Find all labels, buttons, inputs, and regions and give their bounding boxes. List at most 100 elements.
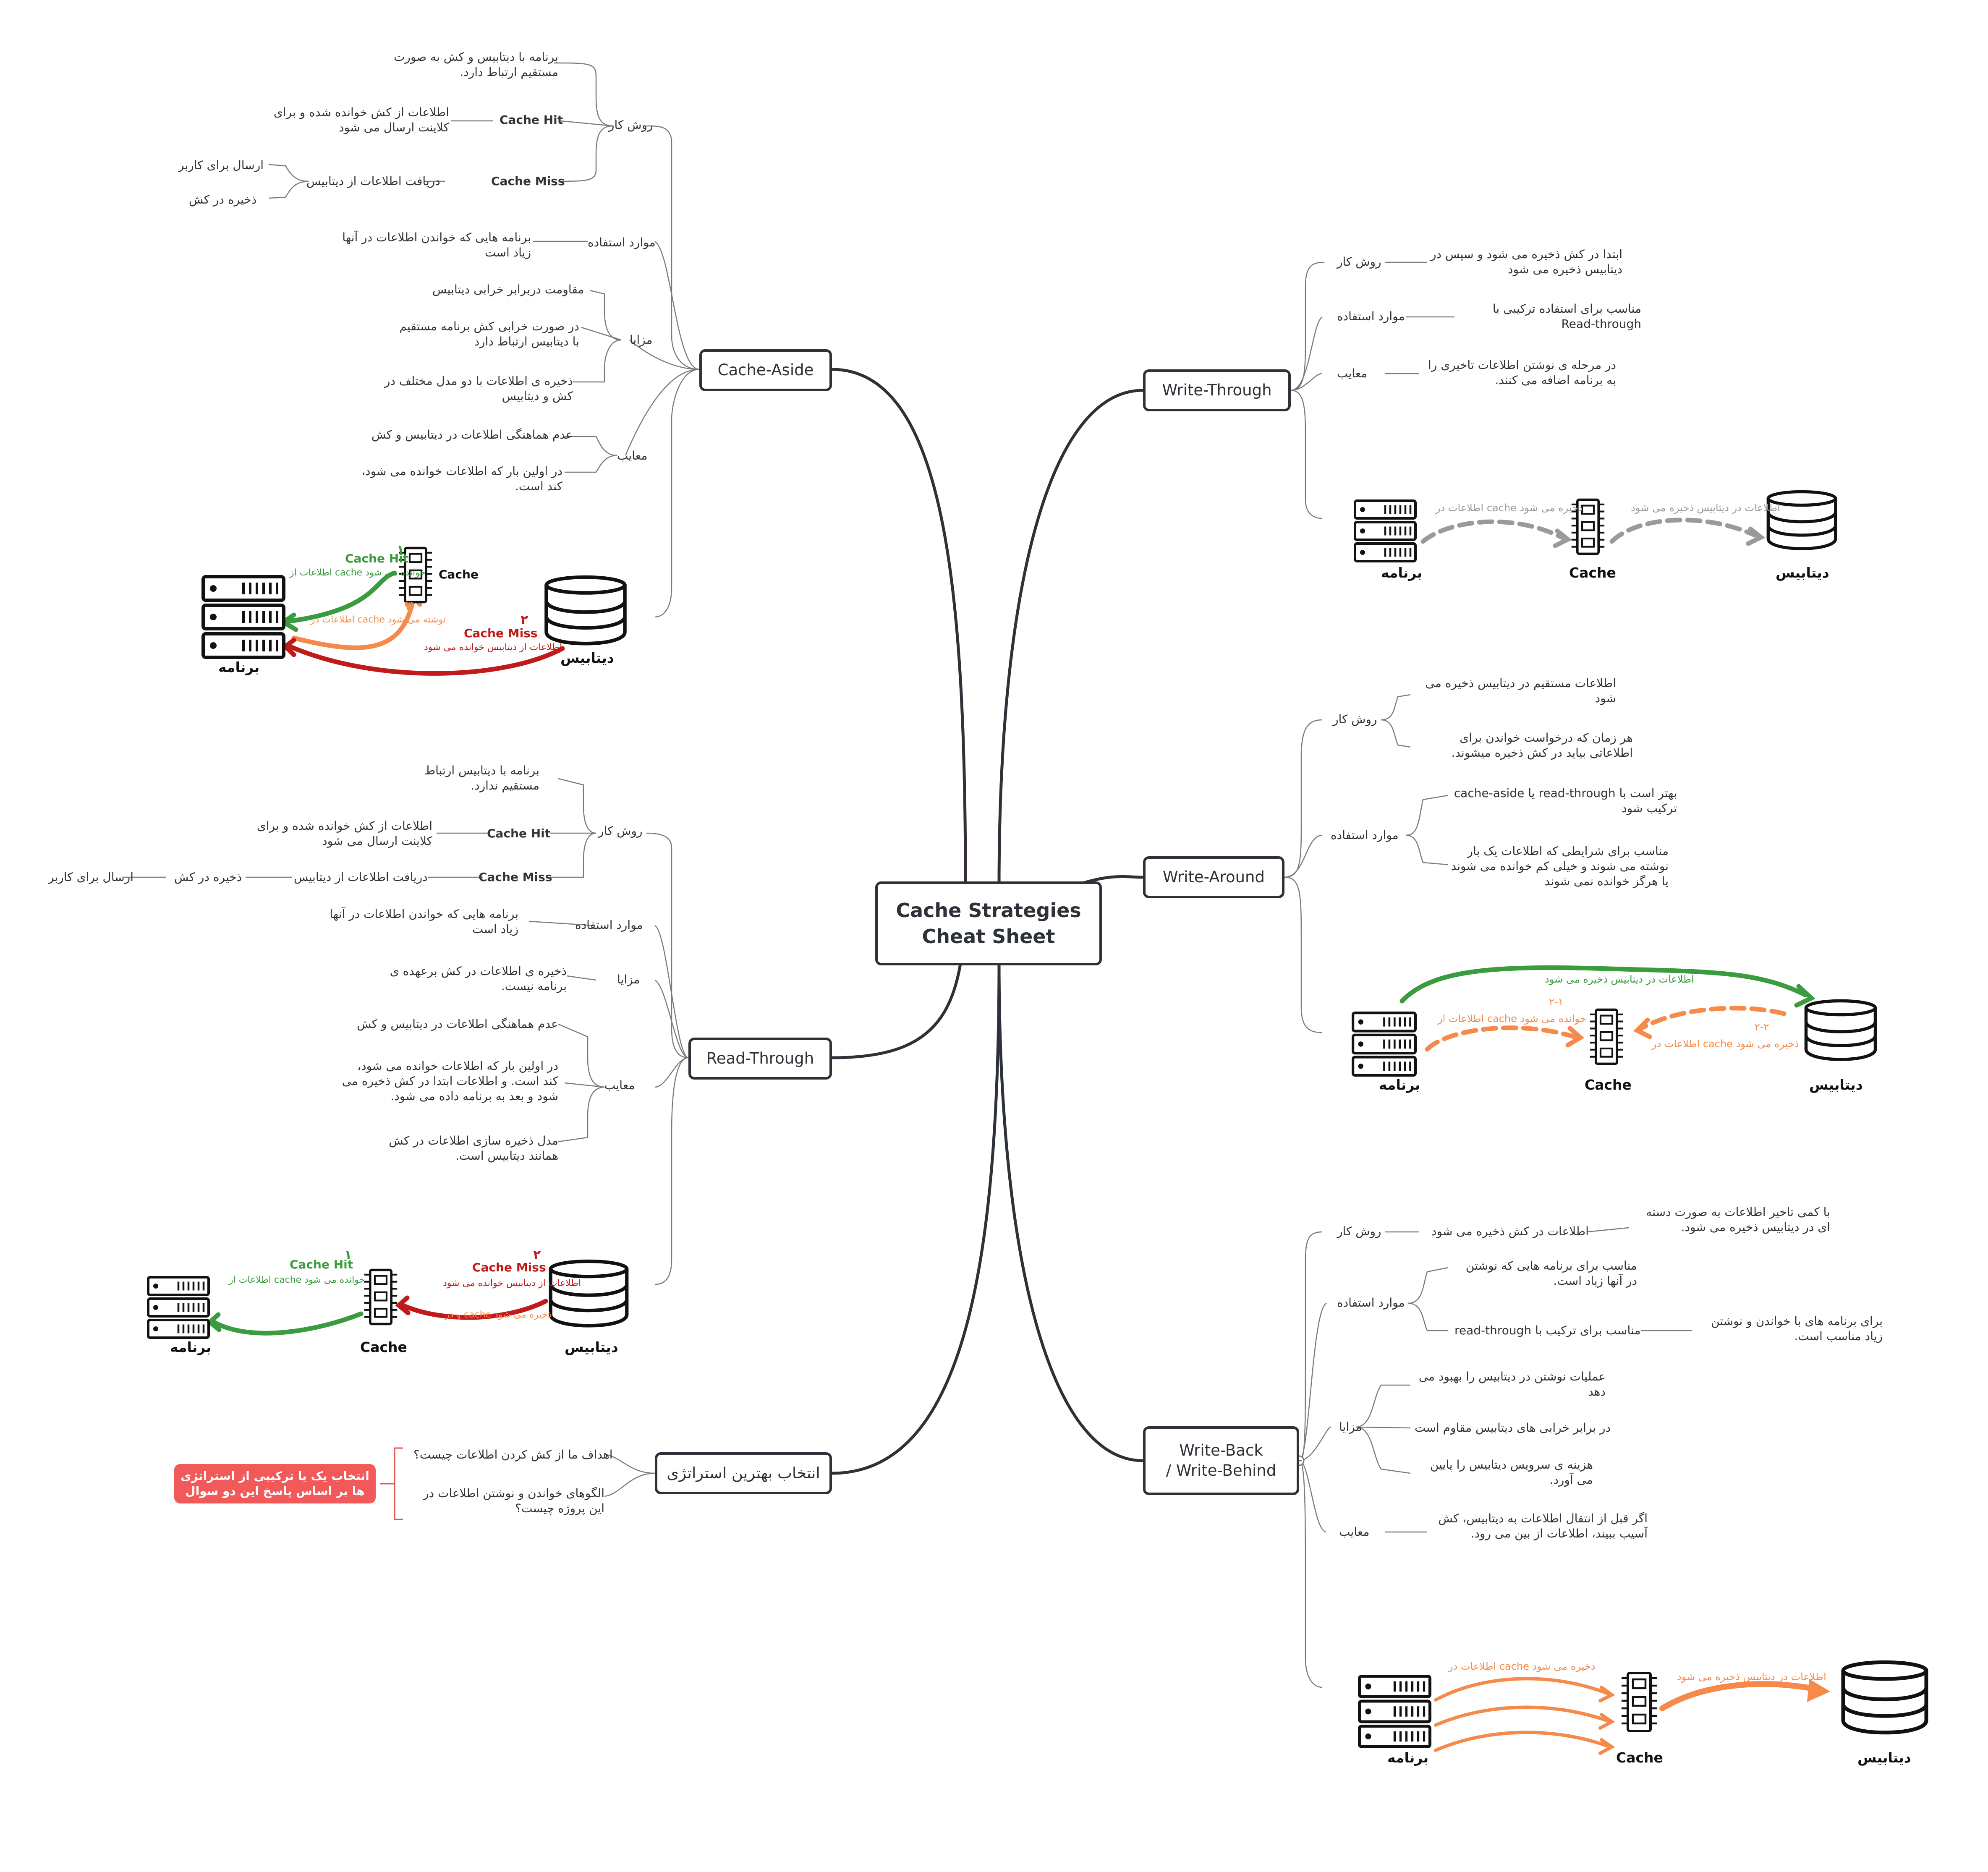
ca-step-1: ۱ [397,543,405,557]
ca-write-note: اطلاعات در cache نوشته می شود [311,614,446,625]
ca-miss-a[interactable]: ارسال برای کاربر [178,158,264,172]
ca-pros-1[interactable]: مقاومت دربرابر خرابی دیتابیس [432,282,584,296]
cache-chip-icon [1590,1008,1623,1065]
ca-use-1[interactable]: برنامه هایی که خواندن اطلاعات در آنها زی… [342,230,531,259]
server-icon [1352,1012,1417,1077]
wa-use-2[interactable]: مناسب برای شرایطی که اطلاعات یک بار نوشت… [1451,844,1669,888]
ca-step-3: ۳ [405,599,413,614]
wt-cons[interactable]: معایب [1337,366,1368,380]
ca-cache-label: Cache [439,567,479,581]
wb-how-2[interactable]: با کمی تاخیر اطلاعات به صورت دسته ای در … [1646,1205,1830,1234]
wb-cons[interactable]: معایب [1339,1525,1370,1539]
rt-miss-note-2: و در cache ذخیره می شود [445,1310,552,1320]
ca-cons-1[interactable]: عدم هماهنگی اطلاعات در دیتابیس و کش [371,428,573,442]
wa-use-1[interactable]: بهتر است با read-through یا cache-aside … [1454,786,1677,815]
ca-miss-b[interactable]: ذخیره در کش [189,193,257,207]
wb-pros-1[interactable]: عملیات نوشتن در دیتابیس را بهبود می دهد [1418,1370,1606,1399]
branch-write-through[interactable]: Write-Through [1143,369,1291,411]
wt-how[interactable]: روش کار [1337,255,1381,269]
wb-pros[interactable]: مزایا [1339,1420,1362,1434]
wt-cache-label: Cache [1569,565,1616,581]
ca-pros-3[interactable]: ذخیره ی اطلاعات با دو مدل مختلف در کش و … [384,374,573,403]
wa-step-21: ۲-۱ [1549,996,1564,1008]
rt-miss-desc[interactable]: دریافت اطلاعات از دیتابیس [294,870,428,884]
database-icon [1766,490,1837,550]
wt-use-1[interactable]: مناسب برای استفاده ترکیبی با Read-throug… [1492,302,1641,331]
ca-how-1[interactable]: برنامه با دیتابیس و کش به صورت مستقیم ار… [394,50,558,79]
wa-top-note: اطلاعات در دیتابیس ذخیره می شود [1545,973,1694,985]
rt-pros-1[interactable]: ذخیره ی اطلاعات در کش برعهده ی برنامه نی… [390,964,567,993]
ca-app-label: برنامه [218,659,260,675]
wb-how-1[interactable]: اطلاعات در کش ذخیره می شود [1431,1224,1589,1238]
rt-cons-1[interactable]: عدم هماهنگی اطلاعات در دیتابیس و کش [357,1017,558,1031]
choose-result-badge[interactable]: انتخاب یک یا ترکیبی از استراتژی ها بر اس… [174,1464,376,1503]
rt-how-1[interactable]: برنامه با دیتابیس ارتباط مستقیم ندارد. [424,763,539,792]
wa-how[interactable]: روش کار [1333,712,1377,726]
wt-cons-1[interactable]: در مرحله ی نوشتن اطلاعات تاخیری را به بر… [1428,358,1616,387]
wa-note-21: اطلاعات از cache خوانده می شود [1438,1013,1586,1025]
server-icon [1358,1675,1431,1748]
ca-miss[interactable]: Cache Miss [491,174,565,188]
ca-cons-2[interactable]: در اولین بار که اطلاعات خوانده می شود، ک… [361,464,562,493]
choose-q2[interactable]: الگوهای خواندن و نوشتن اطلاعات در این پر… [423,1486,604,1515]
rt-pros[interactable]: مزایا [617,973,640,986]
wb-use-3[interactable]: برای برنامه های با خواندن و نوشتن زیاد م… [1711,1314,1883,1343]
rt-cons-2[interactable]: در اولین بار که اطلاعات خوانده می شود، ک… [342,1059,558,1103]
ca-miss-title: Cache Miss [464,626,538,640]
wa-how-2[interactable]: هر زمان که درخواست خواندن برای اطلاعاتی … [1451,731,1633,760]
wb-db-label: دیتابیس [1857,1749,1911,1766]
database-icon [549,1259,629,1328]
rt-cons[interactable]: معایب [604,1078,635,1092]
ca-hit-note: اطلاعات از cache خوانده می شود [290,567,426,578]
wa-how-1[interactable]: اطلاعات مستقیم در دیتابیس ذخیره می شود [1425,676,1616,705]
wb-note-2: اطلاعات در دیتابیس ذخیره می شود [1677,1671,1826,1683]
wb-pros-2[interactable]: در برابر خرابی های دیتابیس مقاوم است [1415,1421,1611,1435]
wb-cons-1[interactable]: اگر قبل از انتقال اطلاعات به دیتابیس، کش… [1438,1511,1648,1540]
ca-miss-note: اطلاعات از دیتابیس خوانده می شود [424,642,562,653]
rt-db-label: دیتابیس [565,1339,618,1355]
ca-how[interactable]: روش کار [609,118,653,132]
ca-pros-2[interactable]: در صورت خرابی کش برنامه مستقیم با دیتابی… [399,319,579,348]
ca-miss-desc[interactable]: دریافت اطلاعات از دیتابیس [306,174,440,188]
rt-miss-a[interactable]: ذخیره در کش [174,870,242,884]
wb-pros-3[interactable]: هزینه ی سرویس دیتابیس را پایین می آورد. [1430,1458,1593,1487]
ca-pros[interactable]: مزایا [630,333,653,347]
wb-use-1[interactable]: مناسب برای برنامه هایی که نوشتن در آنها … [1465,1259,1637,1288]
branch-write-around[interactable]: Write-Around [1143,856,1284,898]
rt-how[interactable]: روش کار [598,824,643,838]
wt-use[interactable]: موارد استفاده [1337,309,1405,323]
branch-read-through[interactable]: Read-Through [688,1038,832,1080]
wb-use[interactable]: موارد استفاده [1337,1296,1405,1310]
wb-how[interactable]: روش کار [1337,1224,1381,1238]
cache-chip-icon [399,546,432,604]
choose-q1[interactable]: اهداف ما از کش کردن اطلاعات چیست؟ [413,1448,613,1462]
wt-how-1[interactable]: ابتدا در کش ذخیره می شود و سپس در دیتابی… [1431,247,1622,276]
branch-choose-strategy[interactable]: انتخاب بهترین استراتژی [655,1452,832,1494]
rt-miss-note-1: اطلاعات از دیتابیس خوانده می شود [443,1278,581,1289]
database-icon [544,575,627,646]
rt-hit[interactable]: Cache Hit [487,826,551,840]
branch-cache-aside[interactable]: Cache-Aside [699,349,832,391]
rt-hit-note: اطلاعات از cache خوانده می شود [229,1275,365,1285]
rt-cons-3[interactable]: مدل ذخیره سازی اطلاعات در کش همانند دیتا… [389,1134,558,1163]
wb-use-2[interactable]: مناسب برای ترکیب با read-through [1454,1323,1641,1337]
wa-note-22: اطلاعات در cache ذخیره می شود [1652,1038,1799,1050]
wt-app-label: برنامه [1381,565,1423,581]
ca-hit[interactable]: Cache Hit [500,113,563,127]
wb-cache-label: Cache [1616,1749,1663,1766]
central-topic[interactable]: Cache Strategies Cheat Sheet [875,881,1102,965]
rt-miss[interactable]: Cache Miss [479,870,552,884]
branch-write-back[interactable]: Write-Back / Write-Behind [1143,1426,1299,1495]
rt-hit-desc[interactable]: اطلاعات از کش خوانده شده و برای کلاینت ا… [256,819,432,848]
rt-miss-b[interactable]: ارسال برای کاربر [48,870,133,884]
ca-use[interactable]: موارد استفاده [588,235,656,249]
rt-use-1[interactable]: برنامه هایی که خواندن اطلاعات در آنها زی… [330,907,518,936]
ca-step-2: ۲ [521,612,528,627]
ca-hit-desc[interactable]: اطلاعات از کش خوانده شده و برای کلاینت ا… [273,105,449,134]
wa-use[interactable]: موارد استفاده [1331,828,1399,842]
wt-note-2: اطلاعات در دیتابیس ذخیره می شود [1631,502,1780,514]
rt-use[interactable]: موارد استفاده [575,918,643,932]
database-icon [1804,999,1877,1061]
ca-cons[interactable]: معایب [617,449,648,463]
